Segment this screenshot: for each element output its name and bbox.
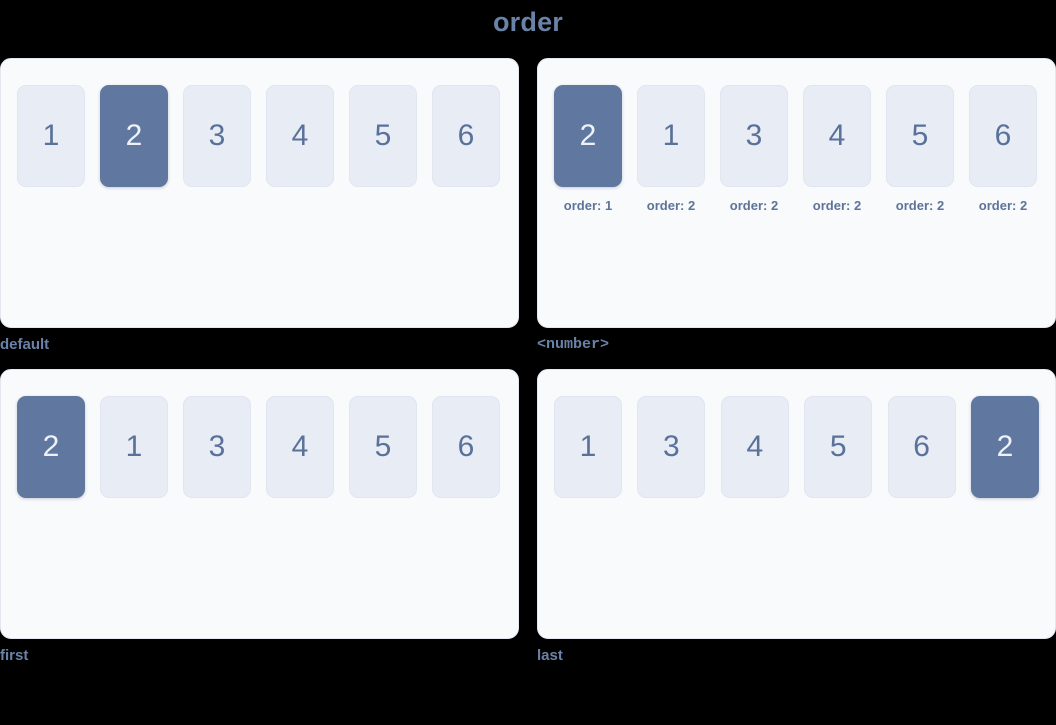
list-item[interactable]: 4 order: 2 bbox=[803, 85, 871, 214]
demo-panel-last: 1 3 4 5 6 2 bbox=[537, 369, 1056, 639]
list-item[interactable]: 6 order: 2 bbox=[969, 85, 1037, 214]
panel-cell-first: 2 1 3 4 5 6 bbox=[0, 369, 519, 675]
order-box[interactable]: 1 bbox=[637, 85, 705, 187]
list-item[interactable]: 1 order: 2 bbox=[637, 85, 705, 214]
page-title: order bbox=[492, 7, 564, 37]
order-box-highlighted[interactable]: 2 bbox=[970, 396, 1039, 498]
list-item[interactable]: 6 bbox=[432, 85, 500, 187]
order-box[interactable]: 5 bbox=[886, 85, 954, 187]
order-box[interactable]: 4 bbox=[266, 85, 334, 187]
order-box[interactable]: 6 bbox=[432, 85, 500, 187]
list-item[interactable]: 6 bbox=[887, 396, 956, 498]
order-box[interactable]: 5 bbox=[804, 396, 873, 498]
order-box[interactable]: 3 bbox=[637, 396, 706, 498]
list-item[interactable]: 5 order: 2 bbox=[886, 85, 954, 214]
list-item[interactable]: 3 bbox=[637, 396, 706, 498]
order-box-highlighted[interactable]: 2 bbox=[554, 85, 622, 187]
order-box[interactable]: 3 bbox=[183, 85, 251, 187]
order-box[interactable]: 4 bbox=[266, 396, 334, 498]
order-box[interactable]: 4 bbox=[720, 396, 789, 498]
order-box[interactable]: 3 bbox=[183, 396, 251, 498]
list-item[interactable]: 4 bbox=[266, 396, 334, 498]
panel-caption-number: <number> bbox=[537, 336, 610, 353]
order-value-label: order: 2 bbox=[729, 198, 779, 213]
list-item[interactable]: 5 bbox=[349, 396, 417, 498]
order-value-label: order: 1 bbox=[563, 198, 613, 213]
order-box-highlighted[interactable]: 2 bbox=[100, 85, 168, 187]
order-box[interactable]: 6 bbox=[432, 396, 500, 498]
order-value-label: order: 2 bbox=[812, 198, 862, 213]
list-item[interactable]: 1 bbox=[100, 396, 168, 498]
item-row: 2 1 3 4 5 6 bbox=[17, 396, 502, 498]
list-item[interactable]: 5 bbox=[804, 396, 873, 498]
panel-cell-default: 1 2 3 4 5 6 bbox=[0, 58, 519, 364]
list-item[interactable]: 1 bbox=[17, 85, 85, 187]
list-item[interactable]: 6 bbox=[432, 396, 500, 498]
order-box[interactable]: 1 bbox=[17, 85, 85, 187]
panel-caption-last: last bbox=[537, 647, 563, 664]
list-item[interactable]: 3 bbox=[183, 85, 251, 187]
order-box[interactable]: 1 bbox=[100, 396, 168, 498]
demo-panel-number: 2 order: 1 1 order: 2 3 order: 2 4 order… bbox=[537, 58, 1056, 328]
order-value-label: order: 2 bbox=[646, 198, 696, 213]
list-item[interactable]: 4 bbox=[266, 85, 334, 187]
panel-cell-last: 1 3 4 5 6 2 bbox=[537, 369, 1056, 675]
order-box[interactable]: 4 bbox=[803, 85, 871, 187]
order-value-label: order: 2 bbox=[895, 198, 945, 213]
demo-panel-default: 1 2 3 4 5 6 bbox=[0, 58, 519, 328]
list-item[interactable]: 2 bbox=[970, 396, 1039, 498]
panel-caption-default: default bbox=[0, 336, 50, 353]
list-item[interactable]: 4 bbox=[720, 396, 789, 498]
order-box[interactable]: 5 bbox=[349, 85, 417, 187]
list-item[interactable]: 3 bbox=[183, 396, 251, 498]
list-item[interactable]: 2 order: 1 bbox=[554, 85, 622, 214]
order-value-label: order: 2 bbox=[978, 198, 1028, 213]
item-row: 1 3 4 5 6 2 bbox=[554, 396, 1039, 498]
list-item[interactable]: 2 bbox=[17, 396, 85, 498]
demo-panel-first: 2 1 3 4 5 6 bbox=[0, 369, 519, 639]
panel-caption-first: first bbox=[0, 647, 29, 664]
panel-grid: 1 2 3 4 5 6 bbox=[0, 58, 1056, 678]
order-box[interactable]: 6 bbox=[969, 85, 1037, 187]
order-box[interactable]: 3 bbox=[720, 85, 788, 187]
list-item[interactable]: 1 bbox=[554, 396, 622, 498]
item-row: 2 order: 1 1 order: 2 3 order: 2 4 order… bbox=[554, 85, 1039, 214]
order-box[interactable]: 5 bbox=[349, 396, 417, 498]
panel-cell-number: 2 order: 1 1 order: 2 3 order: 2 4 order… bbox=[537, 58, 1056, 364]
list-item[interactable]: 2 bbox=[100, 85, 168, 187]
list-item[interactable]: 5 bbox=[349, 85, 417, 187]
item-row: 1 2 3 4 5 6 bbox=[17, 85, 502, 187]
order-box-highlighted[interactable]: 2 bbox=[17, 396, 85, 498]
order-box[interactable]: 6 bbox=[887, 396, 956, 498]
list-item[interactable]: 3 order: 2 bbox=[720, 85, 788, 214]
order-box[interactable]: 1 bbox=[554, 396, 622, 498]
